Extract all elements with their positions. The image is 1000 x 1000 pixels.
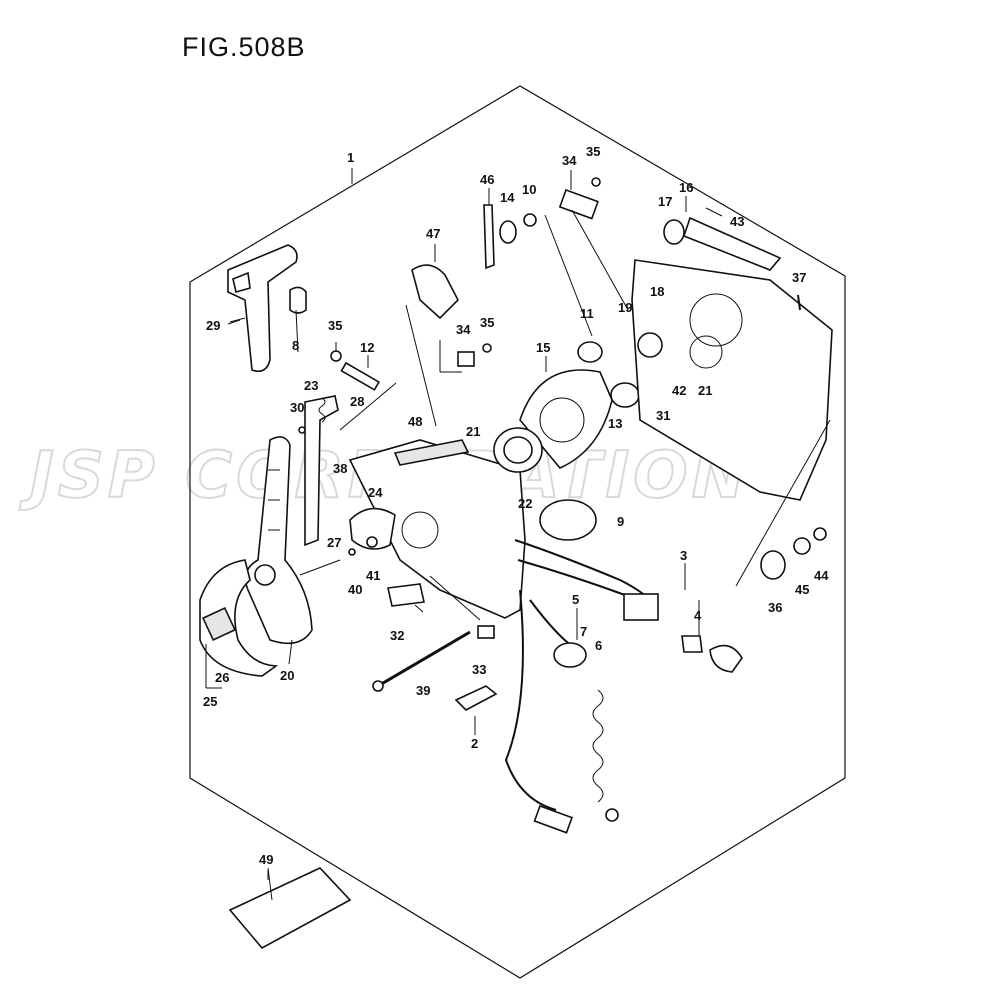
part-pin-12 xyxy=(330,350,381,391)
callout-26: 26 xyxy=(215,670,229,685)
callout-14: 14 xyxy=(500,190,515,205)
callout-44: 44 xyxy=(814,568,829,583)
callout-27: 27 xyxy=(327,535,341,550)
callout-3: 3 xyxy=(680,548,687,563)
part-cover-25 xyxy=(199,559,279,677)
callout-39: 39 xyxy=(416,683,430,698)
callout-10: 10 xyxy=(522,182,536,197)
part-bolt-39 xyxy=(372,630,471,692)
callout-45: 45 xyxy=(795,582,809,597)
callout-24: 24 xyxy=(368,485,383,500)
figure-title: FIG.508B xyxy=(182,32,306,62)
callout-5: 5 xyxy=(572,592,579,607)
part-16-17 xyxy=(663,207,782,271)
part-gear-24 xyxy=(348,507,396,556)
part-36-45-44 xyxy=(760,527,827,580)
callout-35b: 35 xyxy=(480,315,494,330)
callout-42: 42 xyxy=(672,383,686,398)
callout-46: 46 xyxy=(480,172,494,187)
callout-18: 18 xyxy=(650,284,664,299)
part-plate-2 xyxy=(454,685,498,711)
part-key-4 xyxy=(681,635,743,673)
part-bracket-23 xyxy=(298,395,339,547)
part-11 xyxy=(577,341,640,408)
callout-34b: 34 xyxy=(562,153,577,168)
callout-21b: 21 xyxy=(698,383,712,398)
callout-47: 47 xyxy=(426,226,440,241)
callout-43: 43 xyxy=(730,214,744,229)
callout-11: 11 xyxy=(580,306,594,321)
callout-31: 31 xyxy=(656,408,670,423)
callout-17: 17 xyxy=(658,194,672,209)
callout-32: 32 xyxy=(390,628,404,643)
callout-12: 12 xyxy=(360,340,374,355)
part-block-34 xyxy=(558,177,601,220)
part-wiring-harness xyxy=(504,539,651,811)
callout-28: 28 xyxy=(350,394,364,409)
callout-34: 34 xyxy=(456,322,471,337)
callout-6: 6 xyxy=(595,638,602,653)
callout-49: 49 xyxy=(259,852,273,867)
callout-numbers: 1 29 8 35 12 23 28 30 38 27 24 48 47 34 … xyxy=(203,144,829,867)
callout-36: 36 xyxy=(768,600,782,615)
part-housing-48 xyxy=(348,439,526,619)
callout-22: 22 xyxy=(518,496,532,511)
callout-leaders xyxy=(227,170,700,880)
callout-23: 23 xyxy=(304,378,318,393)
callout-35: 35 xyxy=(328,318,342,333)
callout-29: 29 xyxy=(206,318,220,333)
callout-4: 4 xyxy=(694,608,702,623)
assembly-boundary xyxy=(189,85,846,979)
part-bolt-37 xyxy=(797,294,801,311)
callout-1: 1 xyxy=(347,150,354,165)
part-disk-15 xyxy=(519,369,613,469)
callout-15: 15 xyxy=(536,340,550,355)
callout-35c: 35 xyxy=(586,144,600,159)
part-back-housing xyxy=(631,259,833,501)
callout-37: 37 xyxy=(792,270,806,285)
part-ignition-3 xyxy=(623,593,659,621)
callout-13: 13 xyxy=(608,416,622,431)
part-grip-8 xyxy=(289,286,307,314)
callout-30: 30 xyxy=(290,400,304,415)
part-connector xyxy=(533,804,573,834)
callout-7: 7 xyxy=(580,624,587,639)
callout-20: 20 xyxy=(280,668,294,683)
callout-2: 2 xyxy=(471,736,478,751)
callout-38: 38 xyxy=(333,461,347,476)
part-handle-29 xyxy=(227,244,298,373)
callout-48: 48 xyxy=(408,414,422,429)
callout-9: 9 xyxy=(617,514,624,529)
callout-19: 19 xyxy=(618,300,632,315)
callout-25: 25 xyxy=(203,694,217,709)
callout-8: 8 xyxy=(292,338,299,353)
part-bracket-32 xyxy=(387,583,425,607)
callout-21: 21 xyxy=(466,424,480,439)
part-buzzer-9 xyxy=(539,499,597,541)
part-switch-5 xyxy=(553,642,587,668)
part-lanyard-6 xyxy=(592,689,619,822)
callout-33: 33 xyxy=(472,662,486,677)
guide-lines xyxy=(205,209,831,689)
part-plate-47 xyxy=(411,264,492,367)
part-bag-49 xyxy=(228,867,352,950)
part-nut-33 xyxy=(477,625,495,639)
part-ring-22 xyxy=(493,427,543,473)
part-lever-46 xyxy=(483,204,537,270)
callout-41: 41 xyxy=(366,568,380,583)
callout-16: 16 xyxy=(679,180,693,195)
callout-40: 40 xyxy=(348,582,362,597)
